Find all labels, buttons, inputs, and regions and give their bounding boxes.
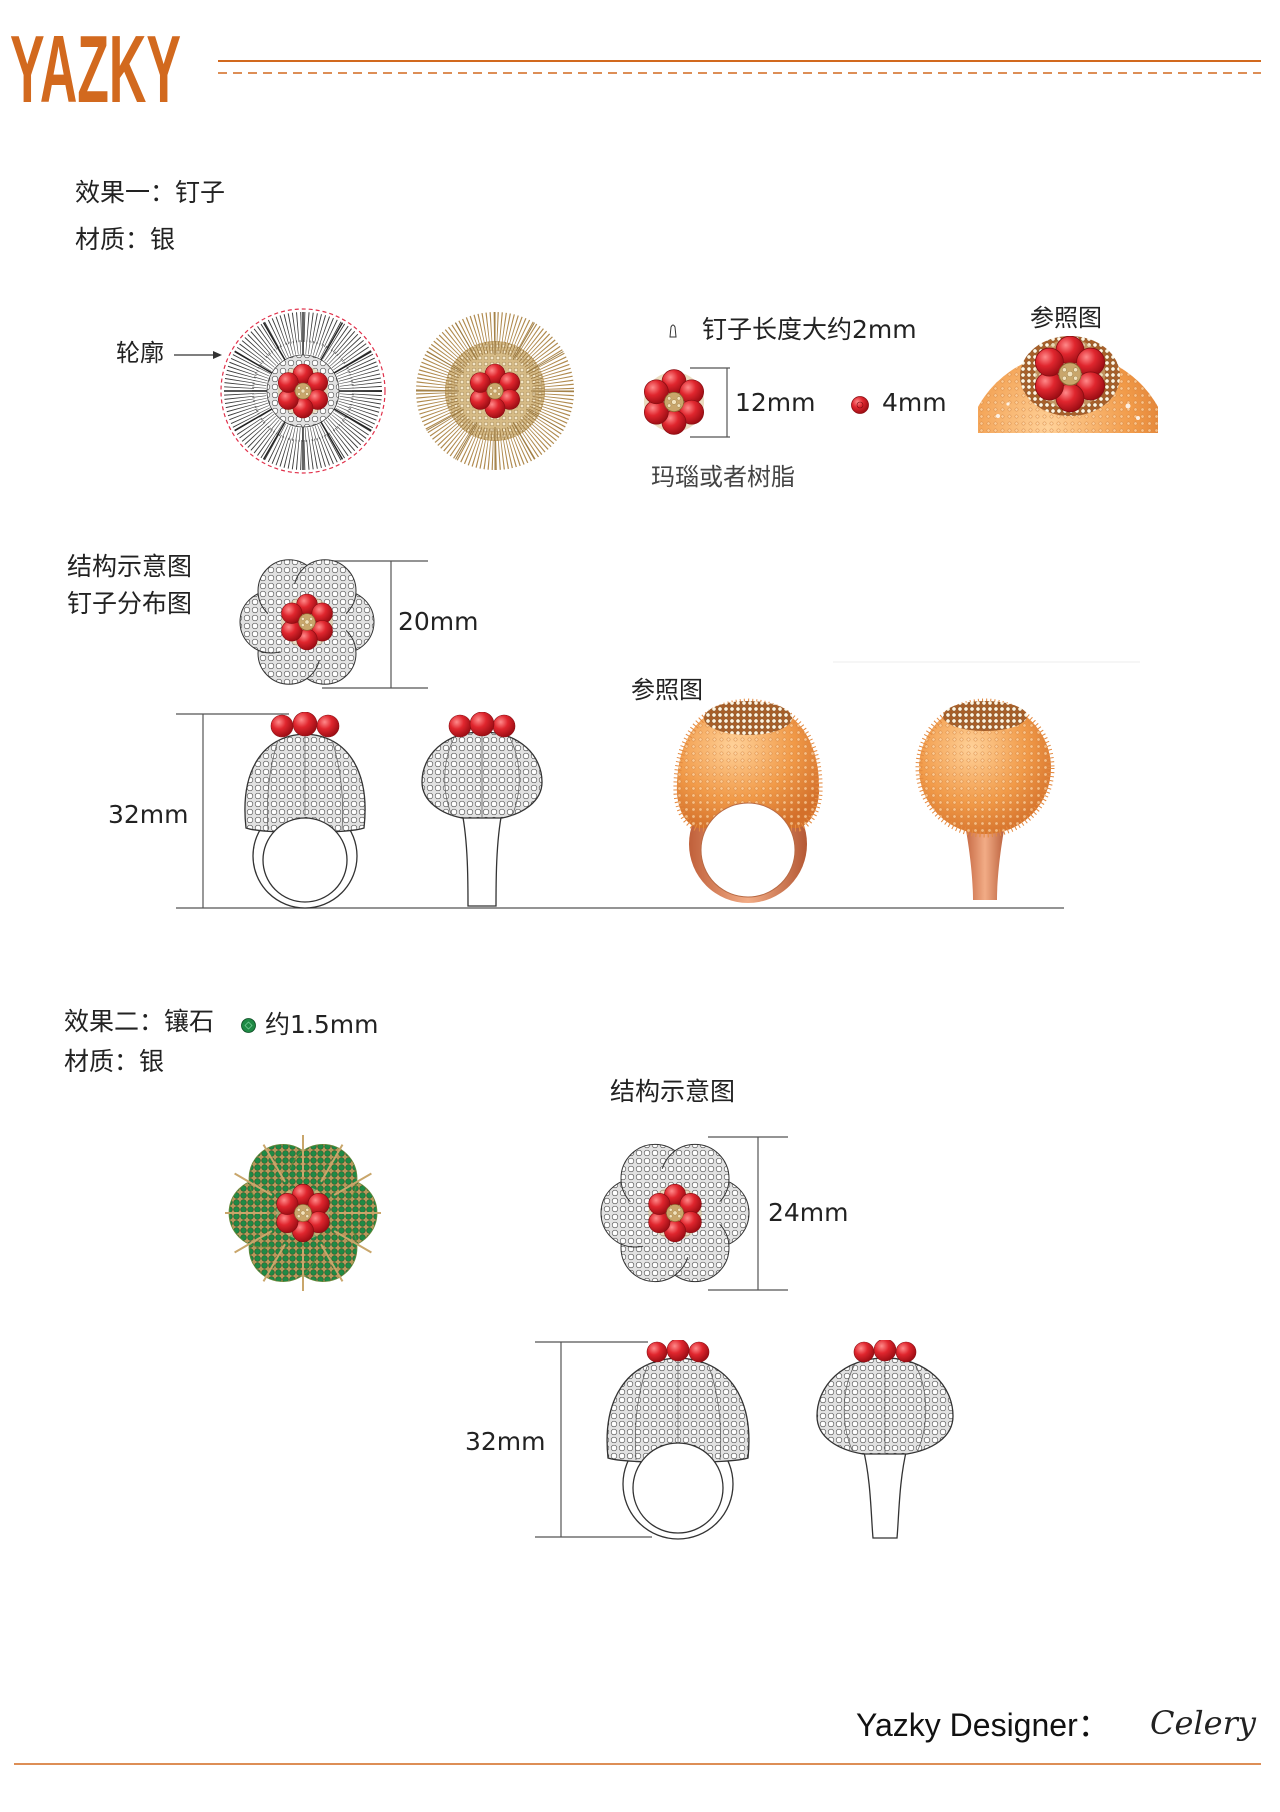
- ring-height-label-2: 32mm: [465, 1427, 546, 1456]
- ring-side-view-drawing: [244, 712, 366, 909]
- bead-size-label: 4mm: [882, 388, 947, 417]
- top-diameter-label: 20mm: [398, 607, 479, 636]
- ring-front-view-drawing-2: [816, 1340, 954, 1539]
- distribution-label: 钉子分布图: [67, 589, 193, 618]
- nail-length-note: 钉子长度大约2mm: [702, 315, 917, 344]
- reference-photo-top: [978, 336, 1158, 433]
- stone-size-label: 约1.5mm: [265, 1010, 379, 1039]
- structure-label: 结构示意图: [67, 552, 193, 581]
- reference-label-2: 参照图: [631, 676, 703, 704]
- green-stone-top-view: [225, 1135, 381, 1291]
- nail-distribution-top-view: [239, 559, 375, 685]
- bead-material-label: 玛瑙或者树脂: [651, 463, 795, 491]
- bead-cluster-drawing: [643, 369, 705, 435]
- designer-label: Yazky Designer：: [856, 1707, 1110, 1743]
- outline-top-view-drawing: [220, 308, 386, 474]
- effect1-material: 材质：银: [75, 225, 176, 254]
- brand-logo: YAZKY: [10, 16, 181, 123]
- effect2-material: 材质：银: [64, 1047, 165, 1076]
- ring-height-label: 32mm: [108, 800, 189, 829]
- gold-top-view-drawing: [415, 311, 575, 471]
- arrow-icon: [174, 351, 222, 359]
- flower-size-label: 12mm: [735, 388, 816, 417]
- top-diameter-label-2: 24mm: [768, 1198, 849, 1227]
- ring-front-view-drawing: [421, 712, 543, 907]
- structure-top-view-2: [600, 1143, 750, 1283]
- reference-photo-side: [673, 698, 823, 903]
- bead-icon: [851, 396, 869, 414]
- ring-side-view-drawing-2: [606, 1340, 750, 1540]
- designer-signature: Celery: [1150, 1704, 1256, 1742]
- outline-label: 轮廓: [116, 339, 164, 367]
- reference-photo-front: [915, 698, 1055, 900]
- reference-label: 参照图: [1030, 304, 1102, 332]
- stone-icon: [241, 1018, 256, 1033]
- effect2-title: 效果二：镶石: [64, 1007, 215, 1036]
- effect1-title: 效果一：钉子: [75, 178, 226, 207]
- nail-icon: [669, 324, 677, 338]
- structure-label-2: 结构示意图: [610, 1077, 736, 1106]
